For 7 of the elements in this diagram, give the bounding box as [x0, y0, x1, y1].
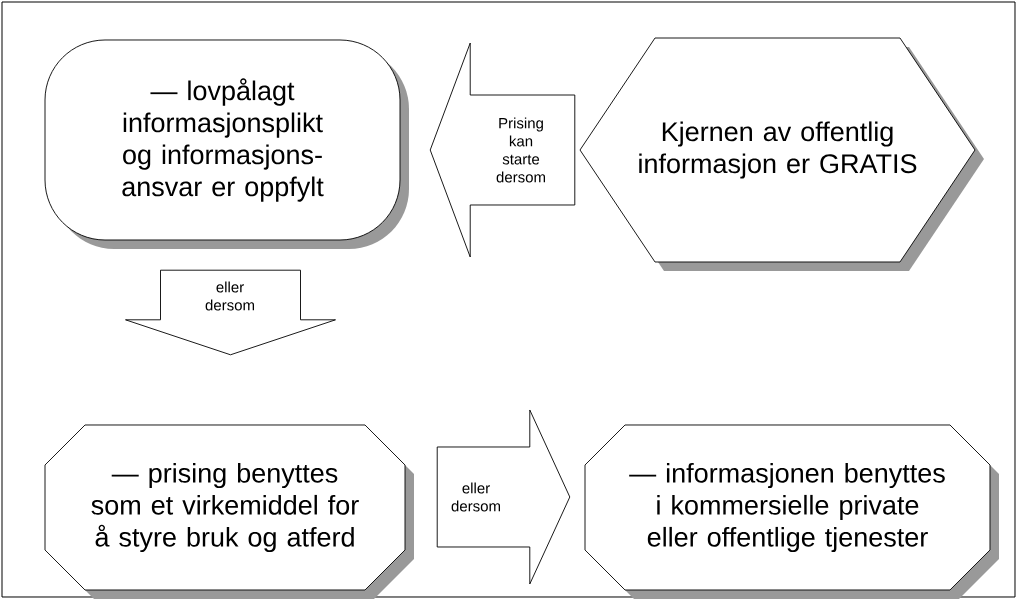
edge-label: eller dersom [447, 481, 505, 513]
octagon: — informasjonen benyttes i kommersielle private eller offentlige tjenester [584, 424, 999, 599]
rounded-box: — lovpålagt informasjonsplikt og informasjons- ansvar er oppfylt [44, 39, 409, 249]
octagon: — prising benyttes som et virkemiddel for å styre bruk og atferd [44, 424, 414, 599]
hexagon: Kjernen av offentlig informasjon er GRATIS [579, 37, 984, 271]
edge-label: Prising kan starte dersom [494, 116, 548, 184]
edge-label: eller dersom [201, 280, 259, 312]
